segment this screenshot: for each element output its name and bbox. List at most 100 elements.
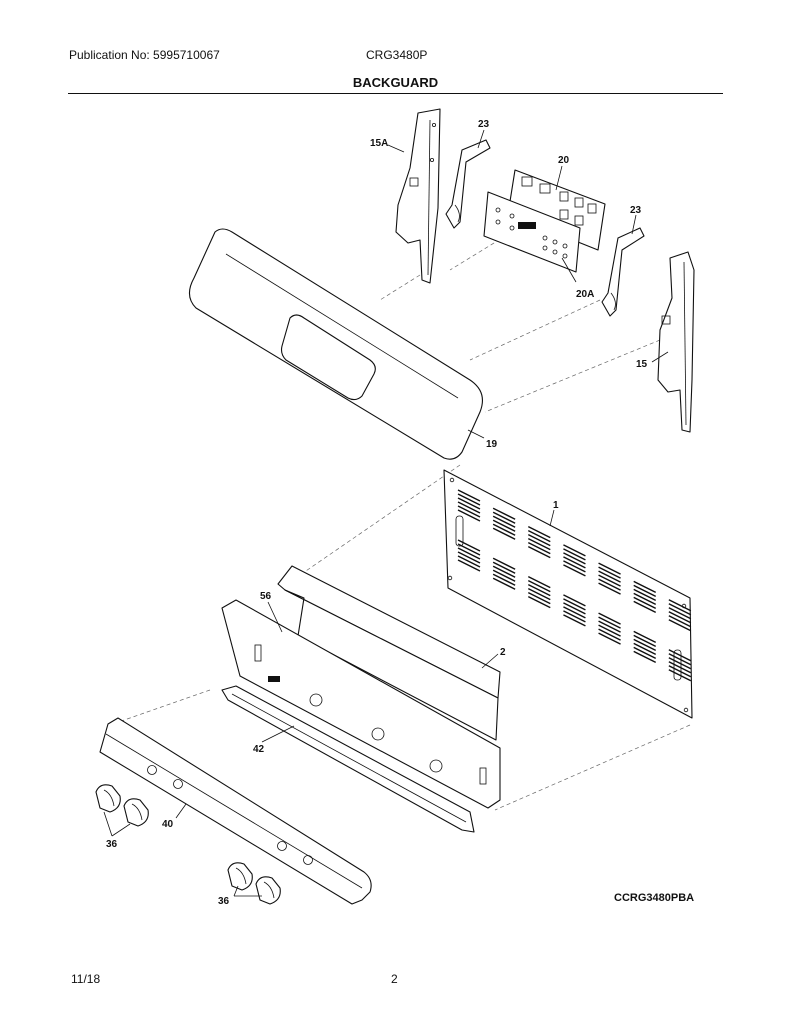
callout-20a: 20A <box>576 289 594 300</box>
louver-slot <box>527 591 551 605</box>
louver-slot <box>633 646 657 660</box>
callout-labels: 15A 23 20 23 20A 15 19 1 56 2 42 40 36 3… <box>106 119 648 907</box>
louver-slot <box>457 539 481 552</box>
louver-slot <box>598 616 621 629</box>
rear-cover <box>277 565 501 741</box>
louver-slot <box>457 509 481 522</box>
page-number: 2 <box>391 972 398 986</box>
keypad-overlay <box>483 191 581 273</box>
louver-slot <box>527 575 551 589</box>
louver-slot <box>492 569 516 582</box>
backguard-exploded-diagram: 15A 23 20 23 20A 15 19 1 56 2 42 40 36 3… <box>95 108 695 907</box>
louver-slot <box>633 638 657 652</box>
callout-36-bottom: 36 <box>218 896 230 907</box>
louver-slot <box>598 582 621 595</box>
louver-slot <box>668 661 692 674</box>
louver-slot <box>668 599 692 612</box>
louver-slot <box>527 587 551 601</box>
end-cap-bracket-upper <box>445 139 491 229</box>
louver-slot <box>492 507 516 520</box>
callout-40: 40 <box>162 819 174 830</box>
louver-slot <box>563 560 586 573</box>
louver-slot <box>563 610 586 623</box>
louver-slot <box>527 541 551 555</box>
callout-36-left: 36 <box>106 839 118 850</box>
model-number: CRG3480P <box>366 48 428 62</box>
control-panel <box>99 717 372 905</box>
diagram-code: CCRG3480PBA <box>614 892 695 904</box>
louver-slot <box>563 552 586 565</box>
louver-slot <box>563 548 586 561</box>
backguard-panel <box>188 228 483 460</box>
callout-56: 56 <box>260 591 272 602</box>
louver-slot <box>668 669 692 682</box>
louver-slot <box>527 525 551 539</box>
louver-slot <box>527 545 551 559</box>
burner-knobs <box>95 784 281 905</box>
louver-slot <box>598 624 621 637</box>
louver-slot <box>563 564 586 577</box>
publication-number: Publication No: 5995710067 <box>69 48 220 62</box>
louver-slot <box>492 561 516 574</box>
louver-slot <box>527 579 551 593</box>
louver-slot <box>457 555 481 568</box>
louver-slot <box>492 573 516 586</box>
louver-slot <box>527 533 551 547</box>
callout-2: 2 <box>500 647 506 658</box>
louver-slot <box>598 570 621 583</box>
trim-channel <box>221 685 475 833</box>
louver-slot <box>563 602 586 615</box>
page-title: BACKGUARD <box>352 75 439 90</box>
louver-slot <box>633 580 657 594</box>
louver-slot <box>527 595 551 609</box>
louver-slot <box>527 583 551 597</box>
louver-slot <box>563 606 586 619</box>
louver-slot <box>668 611 692 624</box>
louver-slot <box>457 551 481 564</box>
louver-slot <box>492 523 516 536</box>
louver-slot <box>668 619 692 632</box>
louver-slot <box>668 653 692 666</box>
louver-slot <box>563 544 586 557</box>
rear-panel <box>443 469 693 719</box>
louver-slot <box>633 584 657 598</box>
louver-slot <box>633 592 657 606</box>
louver-slot <box>457 501 481 514</box>
manifold-panel <box>221 599 501 809</box>
louver-slot <box>492 511 516 524</box>
callout-23-right: 23 <box>630 205 642 216</box>
louver-slot <box>492 515 516 528</box>
louver-slot <box>598 632 621 645</box>
louver-slot <box>527 537 551 551</box>
louver-slot <box>668 603 692 616</box>
louver-slot <box>492 565 516 578</box>
callout-23-upper: 23 <box>478 119 490 130</box>
alignment-lines <box>109 231 691 811</box>
callout-42: 42 <box>253 744 265 755</box>
louver-slot <box>633 634 657 648</box>
louver-slot <box>598 578 621 591</box>
callout-20: 20 <box>558 155 570 166</box>
louver-slot <box>598 574 621 587</box>
callout-19: 19 <box>486 439 498 450</box>
louver-slot <box>633 600 657 614</box>
louver-slot <box>598 566 621 579</box>
louver-slot <box>457 493 481 506</box>
louver-slot <box>527 529 551 543</box>
louver-slot <box>563 598 586 611</box>
louver-slot <box>598 612 621 625</box>
louver-slot <box>457 559 481 572</box>
louver-slot <box>457 505 481 518</box>
louver-slot <box>492 557 516 570</box>
louver-slot <box>563 614 586 627</box>
callout-15: 15 <box>636 359 648 370</box>
louver-slot <box>633 650 657 664</box>
header-divider <box>68 93 723 94</box>
louver-slot <box>457 489 481 502</box>
louver-slot <box>633 596 657 610</box>
louver-slot <box>457 497 481 510</box>
louver-slot <box>492 519 516 532</box>
louver-slot <box>598 562 621 575</box>
side-bracket-right <box>657 251 695 433</box>
electronic-control-board <box>507 169 606 251</box>
